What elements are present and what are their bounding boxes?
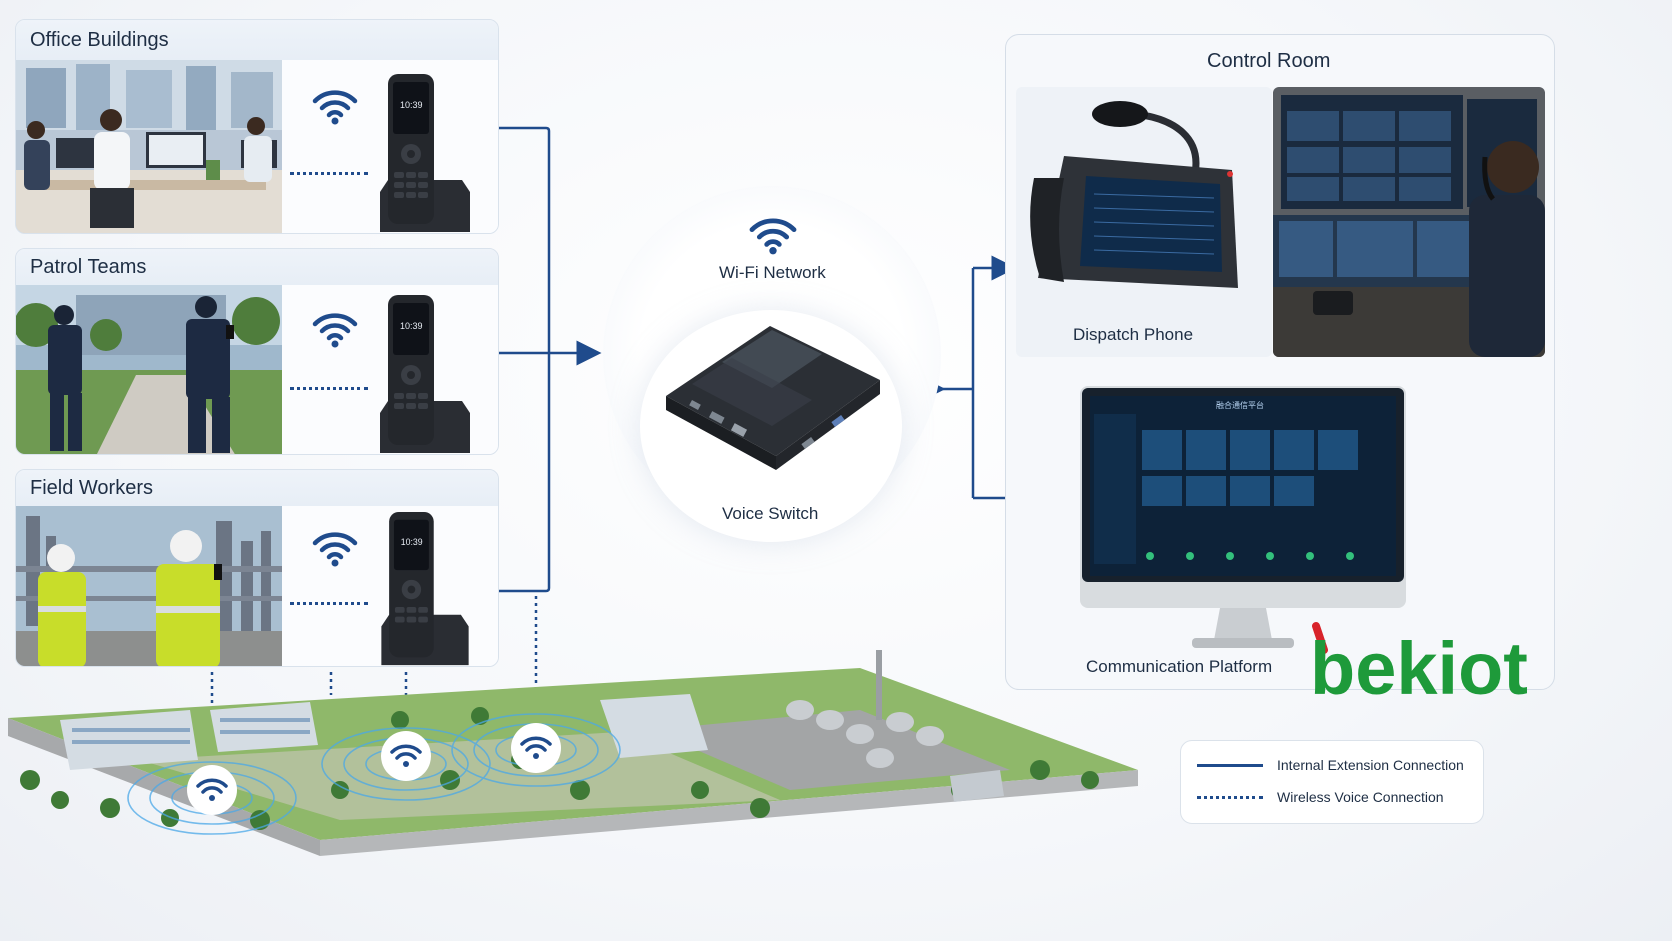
voice-switch-label: Voice Switch	[722, 504, 819, 523]
campus-map	[8, 650, 1138, 856]
dispatch-phone-label: Dispatch Phone	[1073, 325, 1194, 344]
patrol-photo	[16, 285, 282, 454]
communication-platform-monitor: 融合通信平台	[1080, 386, 1406, 648]
panel-field-workers: Field Workers 10:39	[15, 469, 499, 667]
control-room-title: Control Room	[1207, 50, 1331, 72]
dispatch-phone-device	[1030, 101, 1238, 288]
legend-item-wireless: Wireless Voice Connection	[1197, 787, 1444, 807]
svg-text:10:39: 10:39	[400, 100, 423, 110]
legend-label: Internal Extension Connection	[1277, 757, 1464, 773]
wireless-voice-connection	[290, 387, 368, 390]
communication-platform-label: Communication Platform	[1086, 657, 1273, 676]
panel-office-buildings: Office Buildings	[15, 19, 499, 234]
panel-title: Field Workers	[16, 470, 498, 506]
panel-patrol-teams: Patrol Teams 10	[15, 248, 499, 455]
legend-label: Wireless Voice Connection	[1277, 789, 1444, 805]
svg-text:10:39: 10:39	[401, 537, 423, 547]
wifi-access-point-pin	[187, 765, 237, 815]
brand-logo: bekiot	[1310, 622, 1528, 700]
panel-title: Patrol Teams	[16, 249, 498, 285]
panel-title: Office Buildings	[16, 20, 498, 60]
wifi-icon	[312, 313, 358, 348]
legend-solid-line	[1197, 763, 1263, 767]
wireless-voice-connection	[290, 602, 368, 605]
field-workers-photo	[16, 506, 282, 666]
wifi-network-label: Wi-Fi Network	[719, 263, 826, 282]
wifi-icon	[312, 90, 358, 125]
wireless-handset: 10:39	[380, 74, 470, 232]
wireless-handset: 10:39	[380, 295, 470, 453]
legend-item-internal: Internal Extension Connection	[1197, 755, 1464, 775]
wireless-voice-connection	[290, 172, 368, 175]
legend: Internal Extension Connection Wireless V…	[1180, 740, 1484, 824]
legend-dotted-line	[1197, 795, 1263, 799]
wireless-handset: 10:39	[381, 511, 469, 666]
office-photo	[16, 60, 282, 233]
svg-text:bekiot: bekiot	[1310, 627, 1528, 700]
svg-text:融合通信平台: 融合通信平台	[1216, 400, 1264, 410]
wifi-access-point-pin	[381, 731, 431, 781]
wifi-icon	[749, 218, 797, 255]
operator-photo	[1273, 87, 1545, 357]
voice-switch-device	[666, 326, 880, 470]
wifi-access-point-pin	[511, 723, 561, 773]
svg-text:10:39: 10:39	[400, 321, 423, 331]
wifi-icon	[312, 532, 358, 567]
